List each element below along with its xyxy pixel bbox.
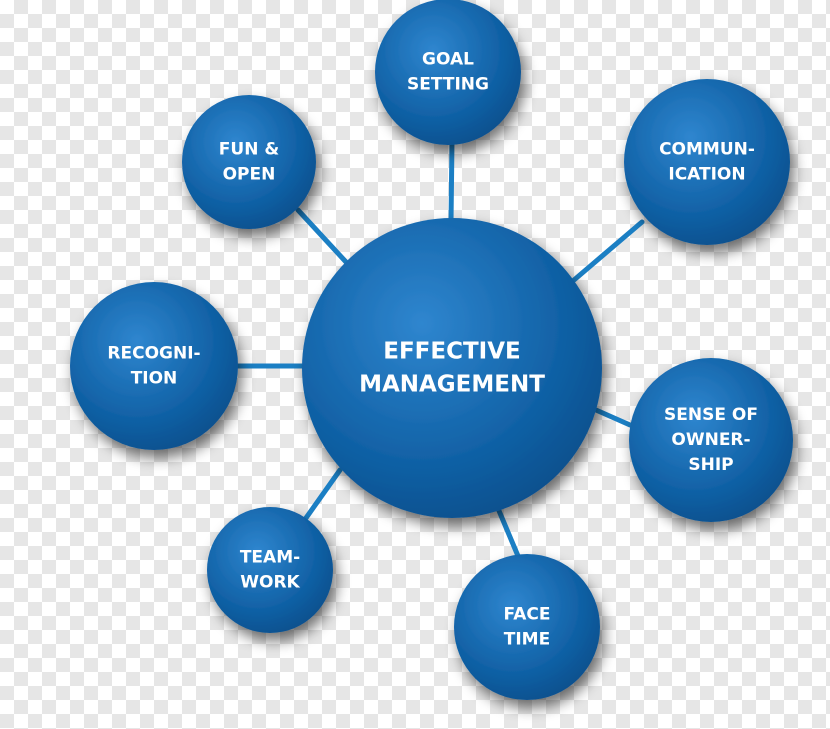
node-communication: COMMUN- ICATION: [624, 79, 790, 245]
label-face-time-line-2: TIME: [504, 630, 550, 650]
node-face-time: FACE TIME: [454, 554, 600, 700]
node-goal-setting: GOAL SETTING: [375, 0, 521, 145]
label-goal-setting-line-1: GOAL: [422, 50, 474, 70]
label-sense-of-ownership-line-2: OWNER-: [671, 430, 750, 450]
connector-fun-open: [295, 207, 349, 265]
connector-teamwork: [303, 467, 343, 521]
label-teamwork-line-2: WORK: [240, 573, 300, 593]
node-fun-open: FUN & OPEN: [182, 95, 316, 229]
label-sense-of-ownership-line-1: SENSE OF: [664, 405, 758, 425]
circle-sense-of-ownership: [629, 358, 793, 522]
circle-center: [302, 218, 602, 518]
node-recognition: RECOGNI- TION: [70, 282, 238, 450]
label-teamwork-line-1: TEAM-: [240, 548, 300, 568]
node-circles: GOAL SETTING COMMUN- ICATION FUN & OPEN RECOGN…: [70, 0, 793, 700]
circle-fun-open: [182, 95, 316, 229]
connector-goal-setting: [448, 137, 455, 225]
node-teamwork: TEAM- WORK: [207, 507, 333, 633]
connector-sense-of-ownership: [593, 407, 633, 428]
connector-face-time: [494, 503, 521, 559]
circle-goal-setting: [375, 0, 521, 145]
label-center-line-2: MANAGEMENT: [359, 372, 545, 398]
label-fun-open-line-1: FUN &: [219, 140, 280, 160]
label-fun-open-line-2: OPEN: [223, 165, 276, 185]
node-center: EFFECTIVE MANAGEMENT: [302, 218, 602, 518]
connector-communication: [571, 219, 645, 283]
label-face-time-line-1: FACE: [504, 605, 551, 625]
circle-teamwork: [207, 507, 333, 633]
label-recognition-line-1: RECOGNI-: [107, 344, 200, 364]
label-center-line-1: EFFECTIVE: [383, 339, 520, 365]
connector-lines: [233, 137, 645, 559]
label-communication-line-2: ICATION: [668, 165, 745, 185]
node-sense-of-ownership: SENSE OF OWNER- SHIP: [629, 358, 793, 522]
circle-face-time: [454, 554, 600, 700]
label-sense-of-ownership-line-3: SHIP: [688, 455, 733, 475]
circle-recognition: [70, 282, 238, 450]
label-recognition-line-2: TION: [131, 369, 178, 389]
label-goal-setting-line-2: SETTING: [407, 75, 489, 95]
label-communication-line-1: COMMUN-: [659, 140, 755, 160]
circle-communication: [624, 79, 790, 245]
